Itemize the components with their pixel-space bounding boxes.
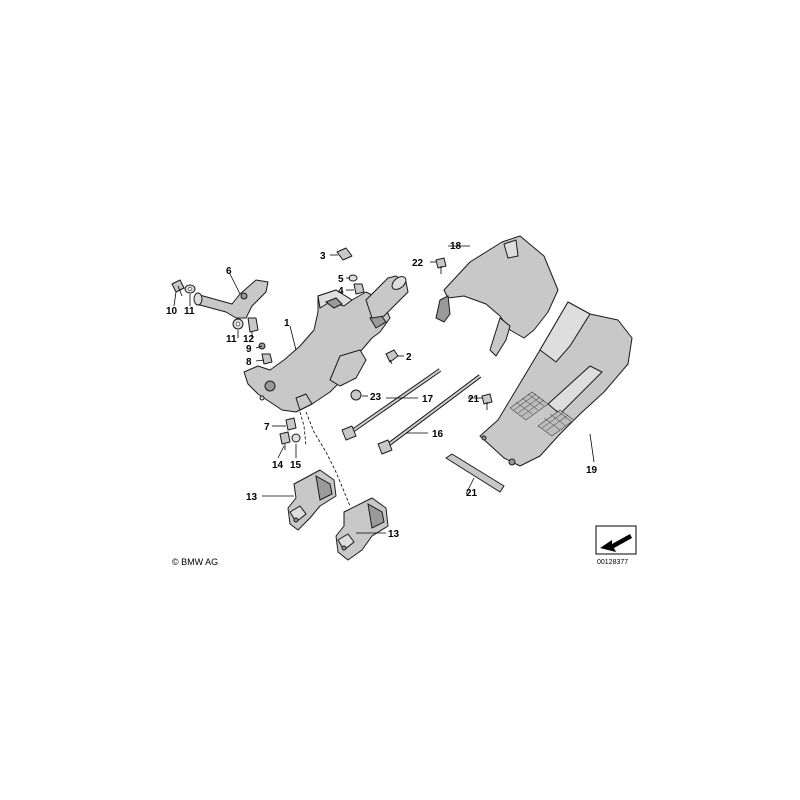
orientation-arrow-icon <box>595 525 637 555</box>
washer-part-16[interactable] <box>291 433 301 443</box>
callout-9: 9 <box>246 344 252 355</box>
rod-part-17[interactable] <box>377 374 482 455</box>
upper-cover-part-19[interactable] <box>435 235 559 357</box>
screw-part-7[interactable] <box>285 417 297 431</box>
lever-part-6[interactable] <box>193 279 269 319</box>
callout-15: 14 <box>272 460 284 471</box>
callout-4: 4 <box>338 286 344 297</box>
callout-18: 17 <box>422 394 434 405</box>
callout-11-right: 11 <box>226 334 237 345</box>
callout-23: 23 <box>370 392 382 403</box>
screw-part-22-bottom[interactable] <box>481 393 493 410</box>
nut-part-8[interactable] <box>261 353 273 365</box>
callout-11-left: 11 <box>184 306 195 317</box>
callout-3: 3 <box>320 251 326 262</box>
callout-21: 21 <box>466 488 478 499</box>
nut-part-4[interactable] <box>353 283 365 295</box>
strip-part-21[interactable] <box>445 453 505 493</box>
lower-cover-part-20[interactable] <box>479 301 633 467</box>
motor-part-14[interactable] <box>287 469 337 531</box>
callout-8: 8 <box>246 357 252 368</box>
copyright-text: © BMW AG <box>172 557 219 567</box>
bolt-part-10[interactable] <box>171 279 185 297</box>
callout-22-bottom: 21 <box>468 394 480 405</box>
washer-part-11-left[interactable] <box>184 284 196 294</box>
callout-19: 18 <box>450 241 462 252</box>
callout-22-top: 22 <box>412 258 424 269</box>
callout-1: 1 <box>284 318 290 329</box>
plug-part-23[interactable] <box>350 389 362 401</box>
callout-10: 10 <box>166 306 178 317</box>
callout-5: 5 <box>338 274 344 285</box>
callout-12: 12 <box>243 334 255 345</box>
washer-part-11-right[interactable] <box>232 318 244 330</box>
callout-20: 19 <box>586 465 598 476</box>
screw-part-15[interactable] <box>279 431 291 450</box>
callout-16: 15 <box>290 460 302 471</box>
document-number: 00128377 <box>597 559 629 566</box>
nut-part-5[interactable] <box>348 274 358 282</box>
leader-lines <box>173 245 595 534</box>
steering-column-part[interactable] <box>243 289 391 413</box>
column-shaft-tube[interactable] <box>365 274 409 319</box>
callout-6: 6 <box>226 266 232 277</box>
bushing-part-12[interactable] <box>247 317 259 333</box>
rod-part-18[interactable] <box>341 368 442 441</box>
callout-14: 13 <box>246 492 258 503</box>
callout-7: 7 <box>264 422 270 433</box>
callout-13: 13 <box>388 529 400 540</box>
clip-part-3[interactable] <box>336 247 353 261</box>
callout-2: 2 <box>406 352 412 363</box>
screw-part-2[interactable] <box>385 349 399 365</box>
callout-17: 16 <box>432 429 444 440</box>
screw-part-22-top[interactable] <box>435 257 447 274</box>
motor-part-13[interactable] <box>335 497 389 561</box>
